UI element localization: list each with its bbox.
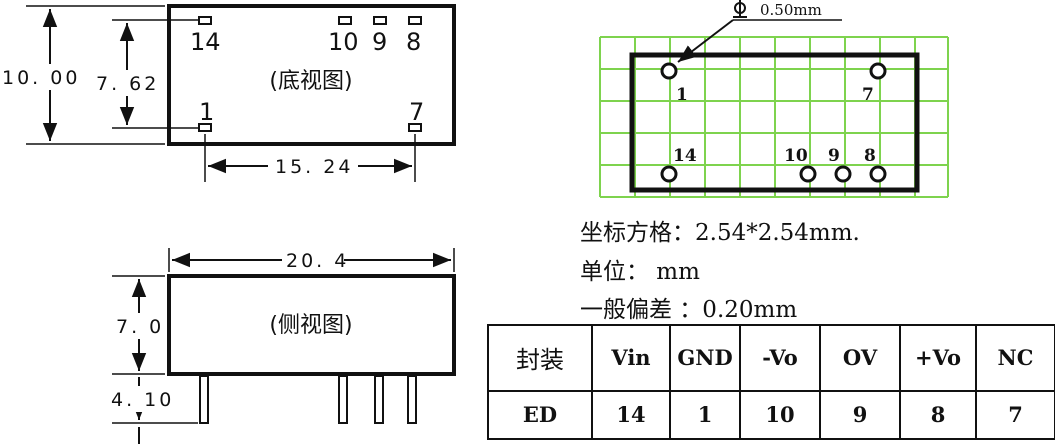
hole-14: [660, 165, 678, 183]
module-outline: [629, 52, 920, 193]
dim-height-inner: 7. 62: [96, 73, 159, 95]
cell-plus-vo-pin: 8: [899, 389, 977, 441]
grid-pin-label-8: 8: [864, 146, 876, 166]
hole-7: [869, 62, 887, 80]
dim-height-outer: 10. 00: [2, 67, 80, 89]
lead-4: [407, 375, 417, 424]
bottom-view: 14 10 9 8 1 7 (底视图) 10. 00 7. 62 15. 24: [0, 4, 456, 182]
hole-10: [799, 165, 817, 183]
bottom-view-body: [167, 4, 456, 146]
dim-height-side: 7. 0: [116, 316, 164, 338]
pin-assignment-table: 封装 Vin GND -Vo OV +Vo NC ED 14 1 10 9 8 …: [487, 324, 1055, 441]
diameter-icon: [733, 0, 747, 18]
header-minus-vo: -Vo: [739, 324, 821, 392]
unit-note: 单位： mm: [580, 259, 700, 285]
cell-gnd-pin: 1: [669, 389, 741, 441]
dim-lead: 4. 10: [111, 389, 174, 411]
cell-package-ed: ED: [487, 389, 593, 441]
cell-minus-vo-pin: 10: [739, 389, 821, 441]
pad-10: [338, 16, 352, 25]
pin-label-8: 8: [406, 28, 421, 56]
leader-line: [677, 19, 734, 63]
pad-1: [198, 123, 212, 132]
header-gnd: GND: [669, 324, 741, 392]
pad-14: [198, 16, 212, 25]
bottom-view-caption: (底视图): [269, 69, 352, 94]
table-header-row: 封装 Vin GND -Vo OV +Vo NC: [487, 324, 1055, 392]
header-nc: NC: [975, 324, 1055, 392]
header-vin: Vin: [591, 324, 671, 392]
pad-7: [408, 123, 422, 132]
dim-length: 20. 4: [286, 250, 349, 272]
hole-8: [869, 165, 887, 183]
table-row: ED 14 1 10 9 8 7: [487, 389, 1055, 441]
cell-vin-pin: 14: [591, 389, 671, 441]
tolerance-note: 一般偏差 ：0.20mm: [580, 297, 798, 323]
side-view: (侧视图) 20. 4 7. 0 4. 10: [108, 247, 456, 444]
cell-nc-pin: 7: [975, 389, 1055, 441]
hole-diameter-label: 0.50mm: [760, 1, 822, 19]
header-ov: OV: [819, 324, 901, 392]
pin-label-1: 1: [199, 98, 214, 126]
cell-ov-pin: 9: [819, 389, 901, 441]
pin-label-7: 7: [409, 98, 424, 126]
lead-3: [374, 375, 384, 424]
grid-lines: [599, 36, 949, 198]
hole-9: [834, 165, 852, 183]
grid-pin-label-7: 7: [862, 85, 874, 105]
pcb-grid-view: 1 7 14 10 9 8 0.50mm: [599, 0, 949, 198]
pin-label-14: 14: [190, 28, 221, 56]
pad-8: [408, 16, 422, 25]
grid-pin-label-9: 9: [828, 146, 840, 166]
grid-pin-label-1: 1: [676, 85, 688, 105]
side-view-caption: (侧视图): [269, 313, 352, 338]
dim-width: 15. 24: [275, 156, 353, 178]
grid-pin-label-14: 14: [673, 146, 697, 166]
pad-9: [373, 16, 387, 25]
header-package: 封装: [487, 324, 593, 392]
grid-pin-label-10: 10: [784, 146, 808, 166]
pin-label-10: 10: [328, 28, 359, 56]
side-view-body: [167, 274, 456, 376]
lead-1: [199, 375, 209, 424]
lead-2: [338, 375, 348, 424]
header-plus-vo: +Vo: [899, 324, 977, 392]
hole-1: [660, 62, 678, 80]
grid-spacing-note: 坐标方格：2.54*2.54mm.: [580, 220, 860, 246]
pin-label-9: 9: [372, 28, 387, 56]
